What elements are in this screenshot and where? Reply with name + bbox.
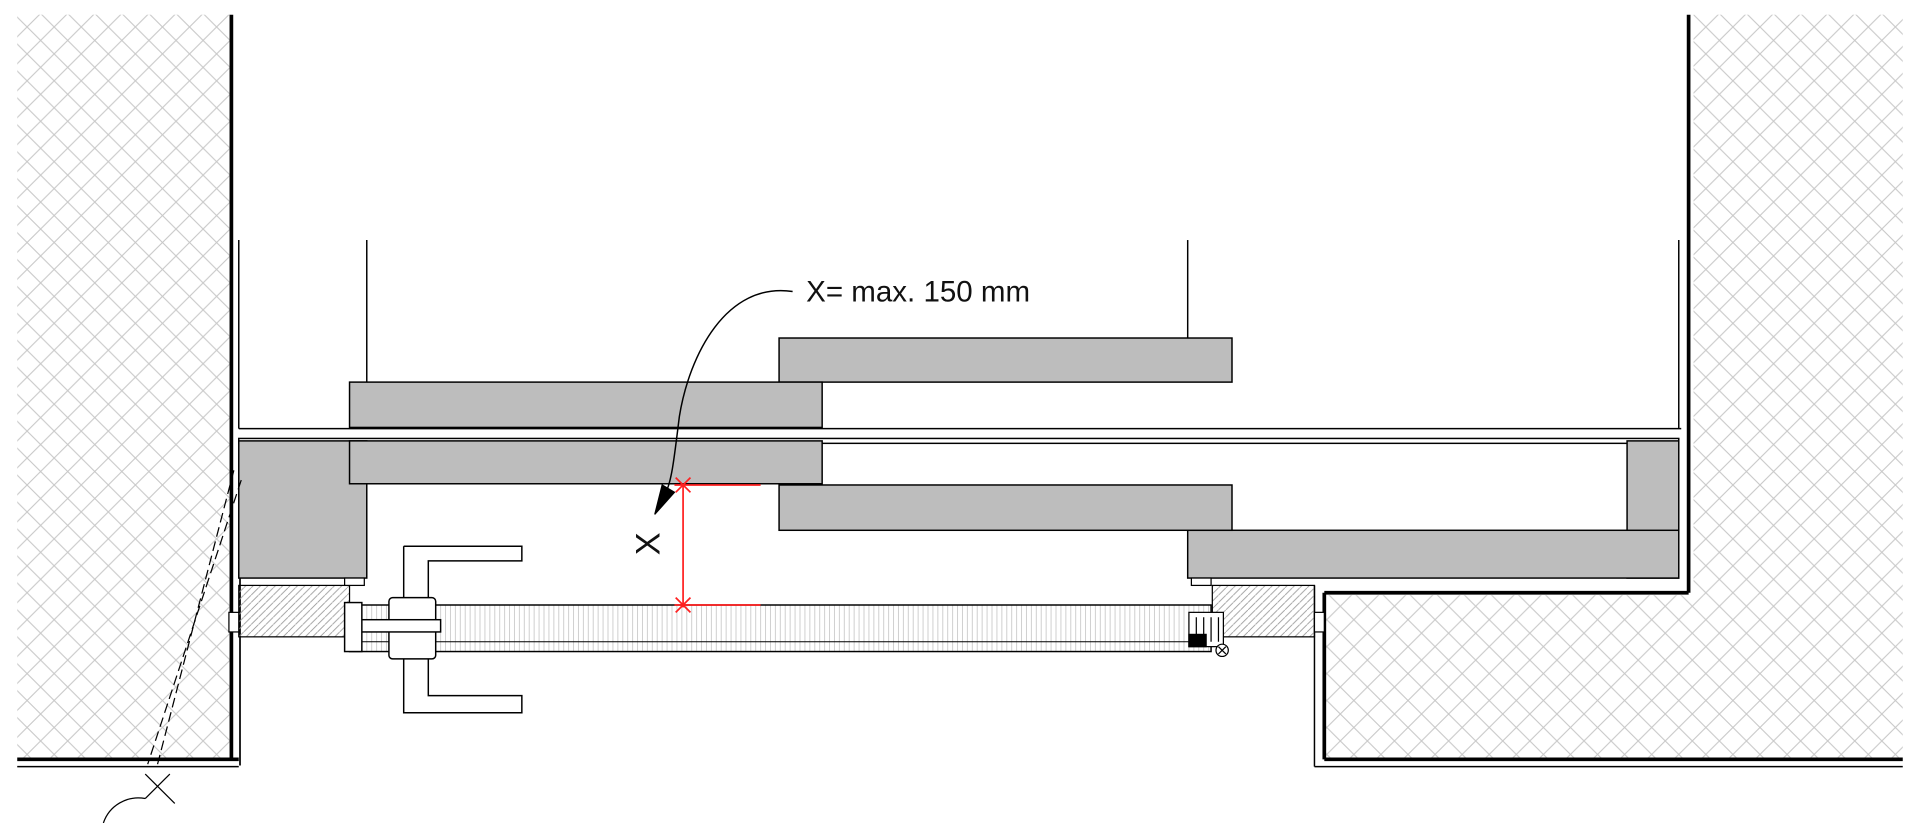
upper-panels [348,337,1233,429]
handle-icon [343,545,523,714]
lower-panels [348,440,1233,532]
dimension-x [674,477,761,613]
hinge-icon [1188,611,1224,648]
cabinet-frame [238,437,1680,579]
cabinet-sides [238,240,1682,430]
screw-icon [1215,643,1229,658]
dimension-symbol: X [630,532,668,555]
wall-right-upper [1693,14,1903,596]
wall-right-lower [1324,595,1903,760]
wall-outlines [17,14,1903,768]
swing-arc-icon [102,470,242,823]
door-frame [228,577,1325,638]
wall-left [17,14,232,760]
annotation-leader [654,289,793,515]
annotation-label: X= max. 150 mm [806,275,1030,308]
door-leaf [348,604,1212,653]
